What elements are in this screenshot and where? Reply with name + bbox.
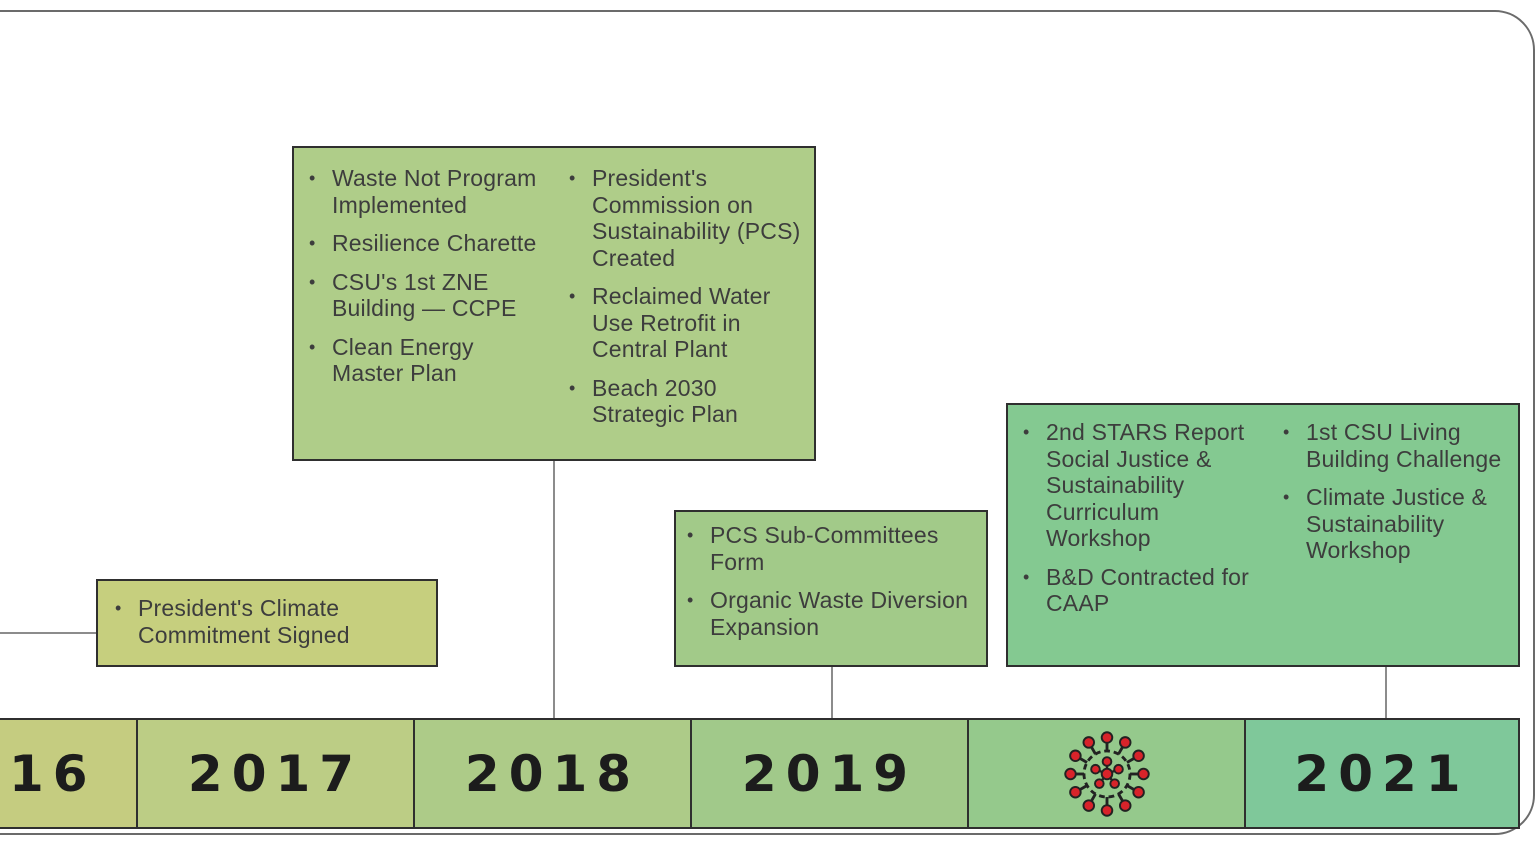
year-segment-2018: 2018 — [413, 718, 692, 829]
event-item: Resilience Charette — [308, 230, 548, 257]
event-item: 2nd STARS Report Social Justice & Sustai… — [1022, 419, 1262, 552]
event-list: PCS Sub-Committees FormOrganic Waste Div… — [686, 522, 986, 640]
timeline-frame — [0, 10, 1535, 835]
event-card-2021: 2nd STARS Report Social Justice & Sustai… — [1006, 403, 1520, 667]
event-item: Reclaimed Water Use Retrofit in Central … — [568, 283, 808, 363]
event-item: CSU's 1st ZNE Building — CCPE — [308, 269, 548, 322]
event-item: Clean Energy Master Plan — [308, 334, 548, 387]
connector-2018 — [553, 460, 555, 718]
connector-2019 — [831, 665, 833, 718]
event-item: 1st CSU Living Building Challenge — [1282, 419, 1512, 472]
event-item: President's Commission on Sustainability… — [568, 165, 808, 271]
event-list: 1st CSU Living Building ChallengeClimate… — [1282, 419, 1512, 564]
event-card-2016: President's Climate Commitment Signed — [96, 579, 438, 667]
connector-2016 — [0, 632, 98, 634]
connector-2021 — [1385, 665, 1387, 718]
year-segment-2021: 2021 — [1244, 718, 1520, 829]
event-list: President's Commission on Sustainability… — [568, 165, 808, 428]
covid-virus-icon — [1063, 730, 1150, 817]
event-item: Beach 2030 Strategic Plan — [568, 375, 808, 428]
year-segment-2017: 2017 — [136, 718, 415, 829]
event-item: Waste Not Program Implemented — [308, 165, 548, 218]
event-card-2018: Waste Not Program ImplementedResilience … — [292, 146, 816, 461]
year-segment-2019: 2019 — [690, 718, 969, 829]
year-label: 2018 — [464, 744, 641, 803]
year-label: 2017 — [187, 744, 364, 803]
event-list: Waste Not Program ImplementedResilience … — [308, 165, 548, 387]
year-label: 16 — [9, 744, 97, 803]
event-item: PCS Sub-Committees Form — [686, 522, 986, 575]
year-segment-2020 — [967, 718, 1246, 829]
year-label: 2021 — [1294, 744, 1470, 803]
event-item: B&D Contracted for CAAP — [1022, 564, 1262, 617]
event-item: President's Climate Commitment Signed — [114, 595, 424, 648]
event-item: Climate Justice & Sustainability Worksho… — [1282, 484, 1512, 564]
event-card-2019: PCS Sub-Committees FormOrganic Waste Div… — [674, 510, 988, 667]
event-item: Organic Waste Diversion Expansion — [686, 587, 986, 640]
event-list: President's Climate Commitment Signed — [114, 595, 424, 648]
year-label: 2019 — [741, 744, 918, 803]
year-segment-2016: 16 — [0, 718, 138, 829]
year-band: 16 2017 2018 2019 2021 — [0, 718, 1520, 829]
event-list: 2nd STARS Report Social Justice & Sustai… — [1022, 419, 1262, 617]
